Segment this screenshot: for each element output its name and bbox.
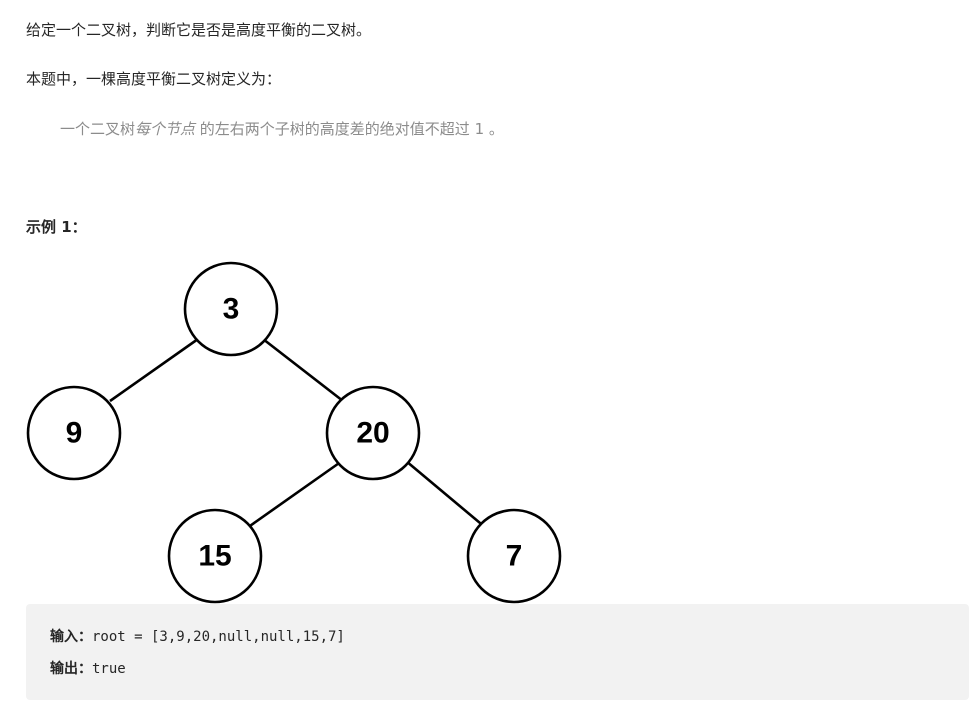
tree-edge — [405, 460, 487, 529]
tree-node: 7 — [466, 508, 562, 604]
input-line: 输入：root = [3,9,20,null,null,15,7] — [50, 626, 345, 646]
example-title: 示例 1： — [26, 218, 87, 236]
output-value: true — [92, 661, 126, 677]
tree-node: 9 — [26, 385, 122, 481]
problem-intro: 给定一个二叉树，判断它是否是高度平衡的二叉树。 — [26, 21, 372, 39]
tree-node-label: 9 — [66, 417, 83, 450]
output-line: 输出：true — [50, 658, 126, 678]
tree-node-label: 15 — [198, 540, 231, 573]
input-label: 输入： — [50, 629, 92, 645]
quote-prefix: 一个二叉树 — [60, 120, 136, 138]
example-code-block: 输入：root = [3,9,20,null,null,15,7] 输出：tru… — [26, 604, 969, 700]
tree-node: 3 — [183, 261, 279, 357]
tree-node: 15 — [167, 508, 263, 604]
tree-edge — [262, 337, 344, 403]
tree-node-label: 20 — [356, 417, 389, 450]
tree-node-label: 3 — [223, 293, 240, 326]
definition-quote: 一个二叉树每个节点 的左右两个子树的高度差的绝对值不超过 1 。 — [60, 119, 504, 139]
definition-line: 本题中，一棵高度平衡二叉树定义为： — [26, 70, 282, 88]
quote-suffix: 的左右两个子树的高度差的绝对值不超过 1 。 — [195, 120, 504, 138]
tree-node-label: 7 — [506, 540, 523, 573]
output-label: 输出： — [50, 661, 92, 677]
tree-edge — [109, 337, 199, 403]
tree-edge — [246, 459, 343, 530]
input-value: root = [3,9,20,null,null,15,7] — [92, 629, 345, 645]
tree-node: 20 — [325, 385, 421, 481]
binary-tree-diagram: 3 9 20 15 7 — [26, 261, 562, 604]
quote-emphasis: 每个节点 — [135, 120, 196, 138]
